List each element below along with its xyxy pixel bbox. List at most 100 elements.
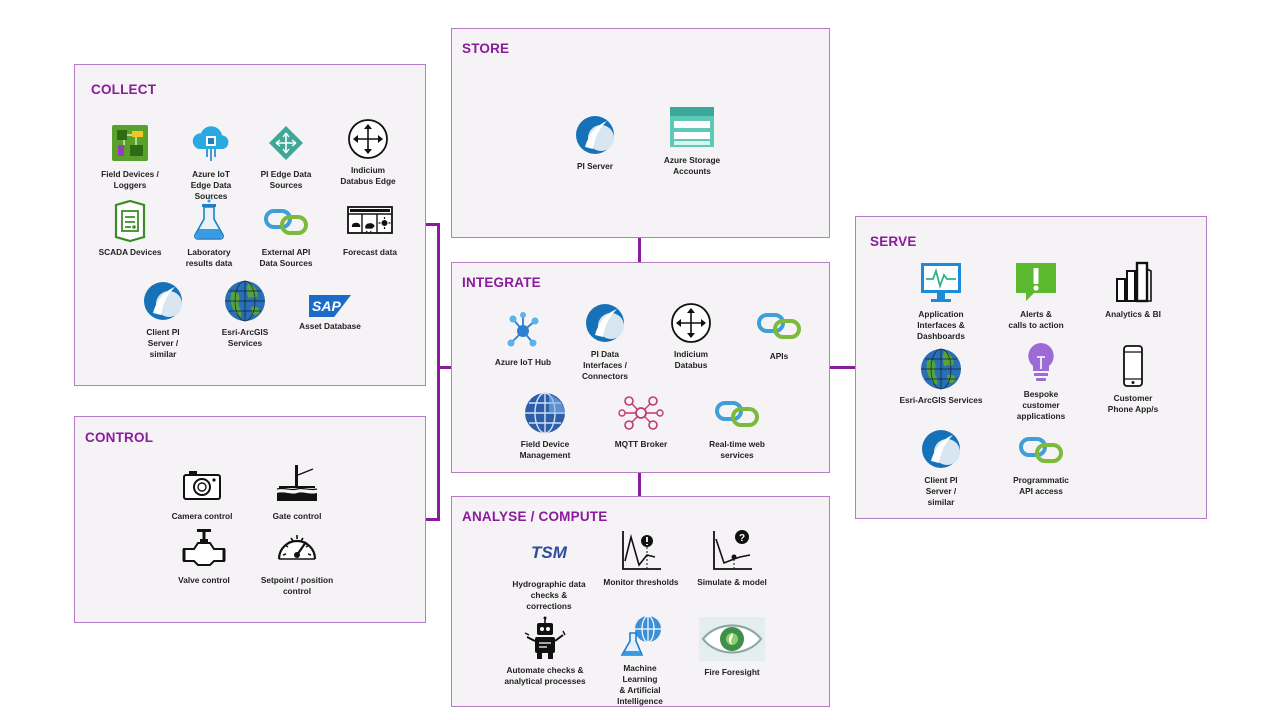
mqtt-broker-icon — [617, 389, 665, 437]
collect-item-laboratory: Laboratory results data — [164, 197, 254, 269]
flask-icon — [185, 197, 233, 245]
collect-item-label: Field Devices / Loggers — [101, 169, 159, 190]
collect-item-label: Asset Database — [299, 321, 361, 331]
integrate-item-label: Azure IoT Hub — [494, 357, 552, 367]
camera-icon — [178, 461, 226, 509]
store-item-azure-storage: Azure Storage Accounts — [647, 105, 737, 177]
storage-account-icon — [668, 105, 716, 153]
sap-logo: SAP — [309, 295, 351, 317]
integrate-item-apis: APIs — [734, 301, 824, 362]
alert-message-icon — [1012, 259, 1060, 307]
control-item-label: Camera control — [171, 511, 233, 521]
serve-item-label: Client PI Server / similar — [924, 475, 958, 507]
serve-item-bespoke: Bespoke customer applications — [996, 339, 1086, 422]
serve-item-label: Customer Phone App/s — [1107, 393, 1159, 414]
analyse-item-label: Monitor thresholds — [603, 577, 679, 587]
integrate-item-azure-iot-hub: Azure IoT Hub — [478, 307, 568, 368]
lightbulb-icon — [1017, 339, 1065, 387]
serve-item-programmatic-api: Programmatic API access — [996, 425, 1086, 497]
serve-panel: SERVE Application Interfaces & Dashboard… — [855, 216, 1207, 519]
serve-item-analytics-bi: Analytics & BI — [1088, 259, 1178, 320]
store-item-label: Azure Storage Accounts — [663, 155, 721, 176]
collect-item-asset-db: SAP Asset Database — [285, 287, 375, 332]
analyse-title: ANALYSE / COMPUTE — [462, 509, 608, 524]
connector-left-to-integrate — [437, 366, 451, 369]
serve-item-label: Application Interfaces & Dashboards — [917, 309, 965, 341]
serve-item-label: Alerts & calls to action — [1008, 309, 1064, 330]
control-item-gate: Gate control — [252, 461, 342, 522]
compass-arrows-icon — [667, 299, 715, 347]
serve-item-client-pi: Client PI Server / similar — [896, 425, 986, 508]
integrate-item-label: PI Data Interfaces / Connectors — [581, 349, 629, 381]
collect-item-label: Esri-ArcGIS Services — [221, 327, 269, 348]
serve-item-label: Analytics & BI — [1105, 309, 1161, 319]
integrate-item-label: MQTT Broker — [614, 439, 668, 449]
connector-integrate-serve — [829, 366, 855, 369]
mobile-phone-icon — [1109, 343, 1157, 391]
integrate-item-field-device-mgmt: Field Device Management — [500, 389, 590, 461]
collect-item-label: Client PI Server / similar — [146, 327, 180, 359]
collect-item-field-devices: Field Devices / Loggers — [85, 119, 175, 191]
chain-link-icon — [262, 197, 310, 245]
serve-item-alerts: Alerts & calls to action — [991, 259, 1081, 331]
analyse-item-monitor-thresholds: Monitor thresholds — [596, 527, 686, 588]
analyse-item-automate: Automate checks & analytical processes — [500, 615, 590, 687]
pi-server-logo-icon — [571, 111, 619, 159]
chain-link-icon — [1017, 425, 1065, 473]
collect-item-azure-iot-edge: Azure IoT Edge Data Sources — [166, 119, 256, 202]
connector-left-vertical — [437, 223, 440, 521]
collect-item-esri: Esri-ArcGIS Services — [200, 277, 290, 349]
analyse-item-simulate: ? Simulate & model — [687, 527, 777, 588]
compass-arrows-icon — [344, 115, 392, 163]
pi-server-logo-icon — [581, 299, 629, 347]
collect-item-indicium-edge: Indicium Databus Edge — [323, 115, 413, 187]
collect-item-label: SCADA Devices — [98, 247, 162, 257]
iot-hub-icon — [499, 307, 547, 355]
serve-item-customer-phone: Customer Phone App/s — [1088, 343, 1178, 415]
svg-text:?: ? — [739, 533, 745, 544]
simulation-chart-icon: ? — [708, 527, 756, 575]
fire-eye-icon — [699, 617, 765, 665]
serve-item-esri: Esri-ArcGIS Services — [896, 345, 986, 406]
diamond-arrows-icon — [262, 119, 310, 167]
analyse-item-ml-ai: Machine Learning & Artificial Intelligen… — [595, 613, 685, 707]
dashboard-monitor-icon — [917, 259, 965, 307]
robot-icon — [521, 615, 569, 663]
serve-item-label: Esri-ArcGIS Services — [899, 395, 983, 405]
weather-forecast-icon — [346, 197, 394, 245]
collect-item-forecast: Forecast data — [325, 197, 415, 258]
store-panel: STORE PI Server Azure Storage Accounts — [451, 28, 830, 238]
analyse-item-fire-foresight: Fire Foresight — [687, 617, 777, 678]
control-item-camera: Camera control — [157, 461, 247, 522]
control-item-valve: Valve control — [159, 525, 249, 586]
collect-item-label: Laboratory results data — [185, 247, 233, 268]
connector-control-h — [426, 518, 440, 521]
flask-globe-icon — [616, 613, 664, 661]
serve-item-label: Bespoke customer applications — [1016, 389, 1066, 421]
integrate-item-label: Real-time web services — [709, 439, 765, 460]
scada-device-icon — [106, 197, 154, 245]
collect-item-scada: SCADA Devices — [85, 197, 175, 258]
integrate-item-label: Indicium Databus — [673, 349, 709, 370]
control-item-setpoint: Setpoint / position control — [252, 525, 342, 597]
analyse-item-label: Hydrographic data checks & corrections — [512, 579, 586, 611]
control-item-label: Valve control — [178, 575, 230, 585]
valve-icon — [180, 525, 228, 573]
chain-link-icon — [713, 389, 761, 437]
power-bi-icon — [1109, 259, 1157, 307]
connector-store-integrate — [638, 238, 641, 263]
collect-item-external-api: External API Data Sources — [241, 197, 331, 269]
collect-panel: COLLECT Field Devices / Loggers Azure Io… — [74, 64, 426, 386]
gate-icon — [273, 461, 321, 509]
sap-logo-text: SAP — [312, 298, 341, 314]
store-item-label: PI Server — [577, 161, 613, 171]
analyse-item-label: Automate checks & analytical processes — [504, 665, 586, 686]
analyse-item-label: Fire Foresight — [704, 667, 760, 677]
collect-item-label: PI Edge Data Sources — [260, 169, 312, 190]
control-item-label: Setpoint / position control — [260, 575, 334, 596]
collect-item-client-pi: Client PI Server / similar — [118, 277, 208, 360]
store-title: STORE — [462, 41, 510, 56]
globe-icon — [221, 277, 269, 325]
connector-integrate-analyse — [638, 472, 641, 497]
analyse-item-hydrographic: TSM Hydrographic data checks & correctio… — [504, 529, 594, 612]
